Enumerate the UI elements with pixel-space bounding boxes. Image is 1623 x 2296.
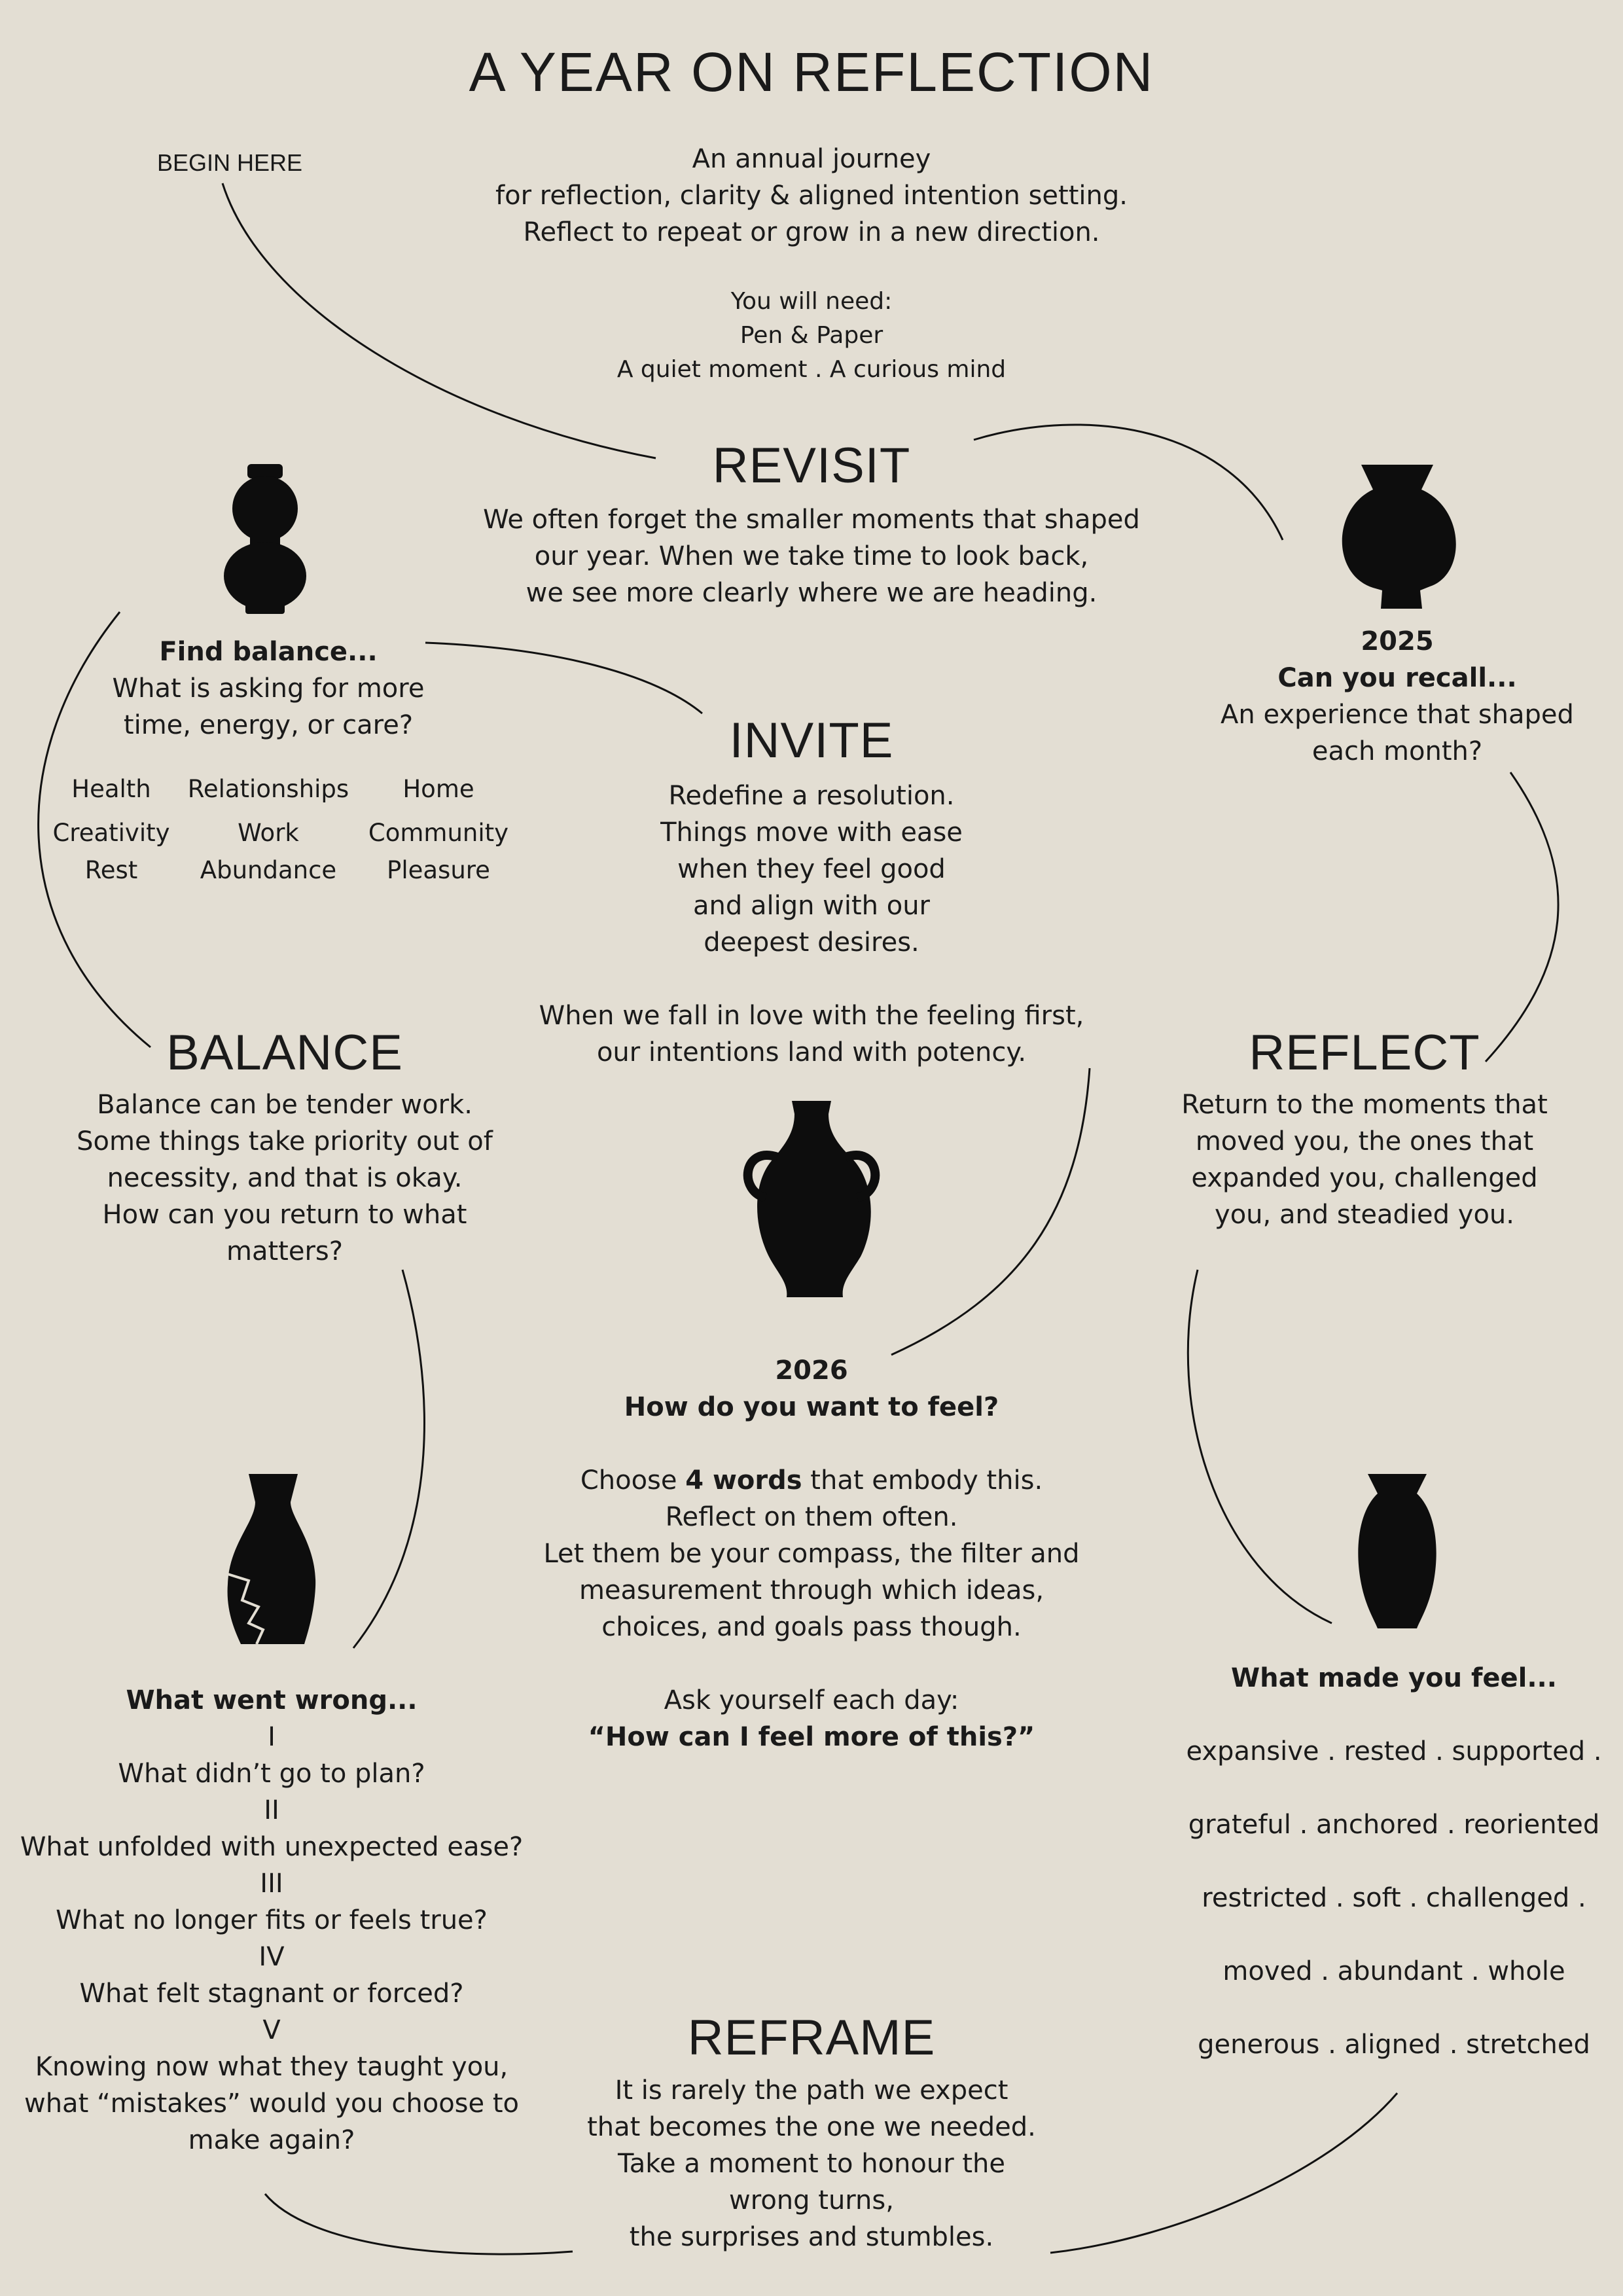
- find-balance-block: Find balance... What is asking for more …: [72, 634, 465, 744]
- curve-balance-to-findbalance: [37, 611, 151, 1049]
- curve-feel-to-reframe: [1050, 2092, 1399, 2254]
- reframe-text: It is rarely the path we expect that bec…: [587, 2075, 1036, 2252]
- roman-numeral: II: [264, 1795, 279, 1825]
- need-title: You will need:: [730, 288, 893, 315]
- roman-numeral: IV: [259, 1942, 285, 1972]
- curve-reflect-to-feel: [1186, 1269, 1332, 1624]
- made-feel-title: What made you feel...: [1231, 1663, 1557, 1693]
- area-label: Health: [71, 775, 151, 803]
- year-2025: 2025: [1361, 626, 1434, 656]
- recall-question: Can you recall...: [1277, 663, 1517, 693]
- curve-invite-to-2026: [891, 1067, 1091, 1356]
- area-label: Community: [368, 819, 509, 847]
- reframe-heading: REFRAME: [687, 2010, 936, 2066]
- made-you-feel-block: What made you feel... expansive . rested…: [1165, 1660, 1623, 2100]
- cracked-vase-icon: [227, 1474, 316, 1645]
- feel-2026-block: 2026 How do you want to feel? Choose 4 w…: [484, 1352, 1139, 1755]
- area-label: Home: [402, 775, 474, 803]
- intro-block: An annual journey for reflection, clarit…: [419, 141, 1204, 387]
- reflect-heading: REFLECT: [1249, 1025, 1480, 1081]
- feeling-words-row: grateful . anchored . reoriented: [1188, 1810, 1600, 1840]
- invite-text-2: When we fall in love with the feeling fi…: [539, 1001, 1084, 1067]
- wrong-title: What went wrong...: [126, 1685, 418, 1715]
- curve-wrong-to-balance: [352, 1269, 425, 1649]
- need-item: Pen & Paper: [740, 322, 883, 349]
- curve-reframe-to-wrong: [264, 2193, 573, 2255]
- balance-text: Balance can be tender work. Some things …: [77, 1090, 493, 1266]
- reflect-text: Return to the moments that moved you, th…: [1181, 1090, 1548, 1230]
- gourd-vase-icon: [224, 464, 306, 614]
- roman-numeral: V: [262, 2015, 281, 2045]
- wrong-question: What didn’t go to plan?: [118, 1759, 425, 1789]
- amphora-icon: [743, 1101, 880, 1297]
- intro-line: Reflect to repeat or grow in a new direc…: [523, 217, 1100, 247]
- roman-numeral: I: [268, 1722, 276, 1752]
- revisit-text: We often forget the smaller moments that…: [483, 505, 1140, 608]
- page-title: A YEAR ON REFLECTION: [469, 41, 1154, 103]
- life-areas-grid: Health Relationships Home Creativity Wor…: [46, 775, 517, 884]
- feeling-words-row: expansive . rested . supported .: [1186, 1736, 1602, 1767]
- find-balance-title: Find balance...: [159, 637, 378, 667]
- slender-vase-icon: [1358, 1474, 1436, 1628]
- area-label: Rest: [84, 856, 138, 884]
- invite-heading: INVITE: [729, 713, 894, 768]
- feeling-words-row: restricted . soft . challenged .: [1202, 1883, 1586, 1913]
- intro-line: An annual journey: [692, 144, 931, 174]
- area-label: Work: [238, 819, 299, 847]
- feeling-words-row: generous . aligned . stretched: [1198, 2030, 1590, 2060]
- wrong-question: What felt stagnant or forced?: [79, 1979, 464, 2009]
- intro-line: for reflection, clarity & aligned intent…: [495, 181, 1128, 211]
- wrong-question: What unfolded with unexpected ease?: [20, 1832, 524, 1862]
- curve-begin-to-revisit: [221, 183, 656, 459]
- what-went-wrong-block: What went wrong... I What didn’t go to p…: [10, 1682, 533, 2159]
- revisit-heading: REVISIT: [712, 438, 911, 493]
- recall-2025-block: 2025 Can you recall... An experience tha…: [1185, 623, 1610, 770]
- year-2026: 2026: [775, 1355, 848, 1386]
- area-label: Pleasure: [387, 856, 490, 884]
- area-label: Creativity: [52, 819, 170, 847]
- need-item: A quiet moment . A curious mind: [616, 356, 1007, 383]
- feeling-words-row: moved . abundant . whole: [1222, 1956, 1565, 1986]
- wrong-question: What no longer fits or feels true?: [56, 1905, 488, 1935]
- feel-question: How do you want to feel?: [624, 1392, 999, 1422]
- choose-words-line: Choose 4 words that embody this.: [580, 1465, 1043, 1496]
- round-pot-icon: [1342, 465, 1456, 609]
- area-label: Abundance: [200, 856, 337, 884]
- invite-text: Redefine a resolution. Things move with …: [660, 781, 963, 958]
- wrong-question: Knowing now what they taught you,: [35, 2052, 508, 2082]
- daily-question-quote: “How can I feel more of this?”: [588, 1722, 1035, 1752]
- balance-heading: BALANCE: [166, 1025, 403, 1081]
- curve-2025-to-reflect: [1484, 772, 1560, 1063]
- curve-revisit-to-2025: [973, 423, 1284, 541]
- roman-numeral: III: [260, 1869, 283, 1899]
- area-label: Relationships: [187, 775, 349, 803]
- begin-here-label: BEGIN HERE: [157, 149, 303, 176]
- curve-findbalance-to-invite: [425, 641, 703, 715]
